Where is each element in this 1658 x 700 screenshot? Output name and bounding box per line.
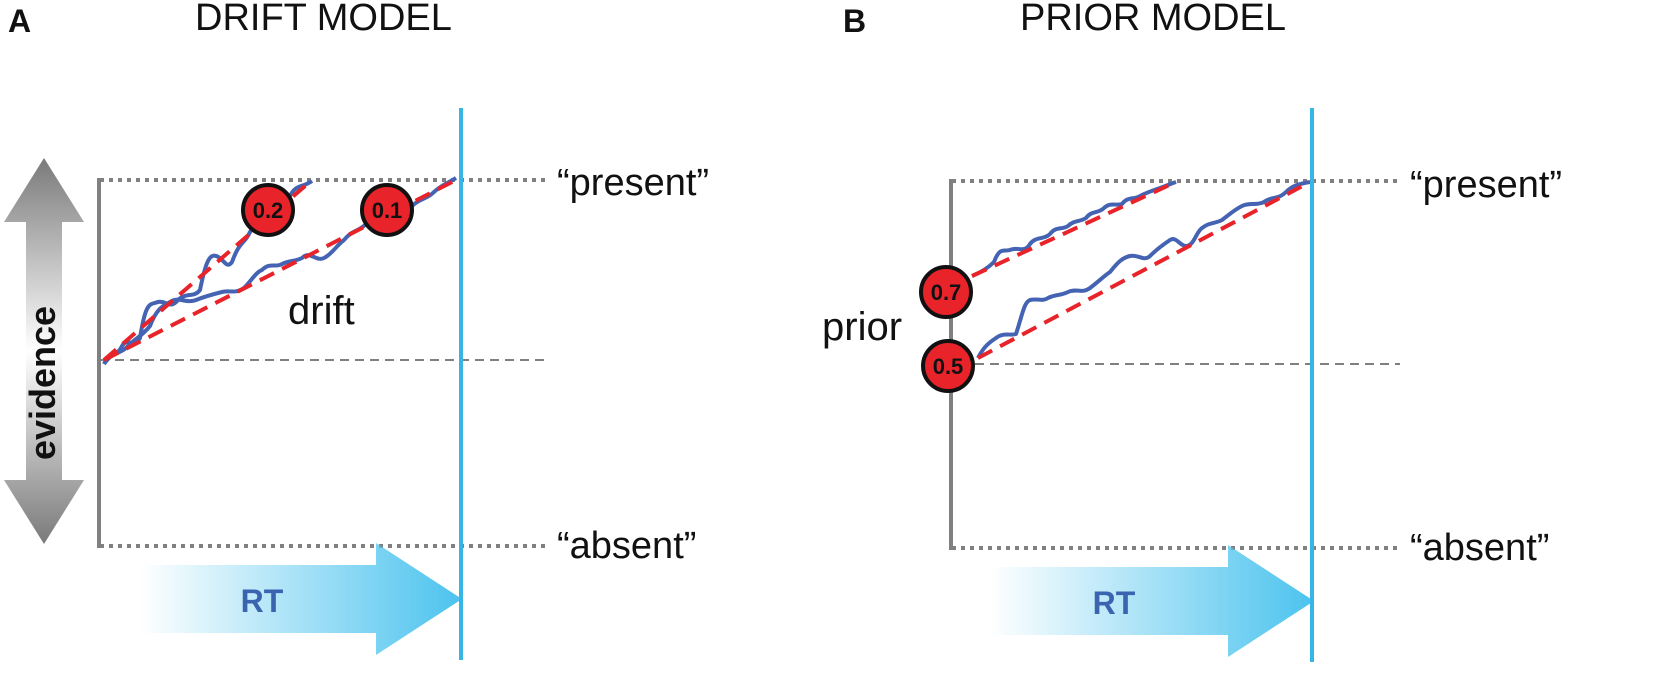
panel-a-title: DRIFT MODEL [195, 0, 452, 39]
diffusion-path-high-prior [971, 180, 1177, 278]
prior-value-badge-low: 0.5 [921, 339, 975, 393]
lower-bound-label: “absent” [557, 525, 696, 567]
upper-bound-label: “present” [1410, 164, 1562, 206]
evidence-arrow-icon [4, 158, 84, 544]
trend-line-low-prior [977, 180, 1311, 360]
diffusion-path-low-prior [976, 180, 1311, 359]
badge-value: 0.5 [933, 354, 964, 379]
trend-line-high-prior [971, 180, 1177, 278]
rt-arrow-icon [990, 545, 1314, 657]
drift-value-badge-slow: 0.1 [360, 183, 414, 237]
panel-a: A DRIFT MODEL evidence “present” “absent… [4, 0, 709, 660]
panel-b-letter: B [843, 3, 866, 39]
evidence-axis-label: evidence [22, 306, 63, 460]
panel-a-letter: A [8, 3, 31, 39]
prior-value-badge-high: 0.7 [919, 265, 973, 319]
prior-label: prior [822, 305, 902, 349]
badge-value: 0.7 [931, 280, 962, 305]
badge-value: 0.2 [253, 198, 284, 223]
upper-bound-label: “present” [557, 162, 709, 204]
badge-value: 0.1 [372, 198, 403, 223]
drift-label: drift [288, 289, 355, 333]
lower-bound-label: “absent” [1410, 527, 1549, 569]
rt-label: RT [241, 583, 284, 619]
rt-label: RT [1093, 585, 1136, 621]
rt-arrow-icon [140, 543, 462, 655]
drift-value-badge-fast: 0.2 [241, 183, 295, 237]
panel-b: B PRIOR MODEL “present” “absent” RT prio… [822, 0, 1562, 662]
panel-b-title: PRIOR MODEL [1020, 0, 1286, 39]
